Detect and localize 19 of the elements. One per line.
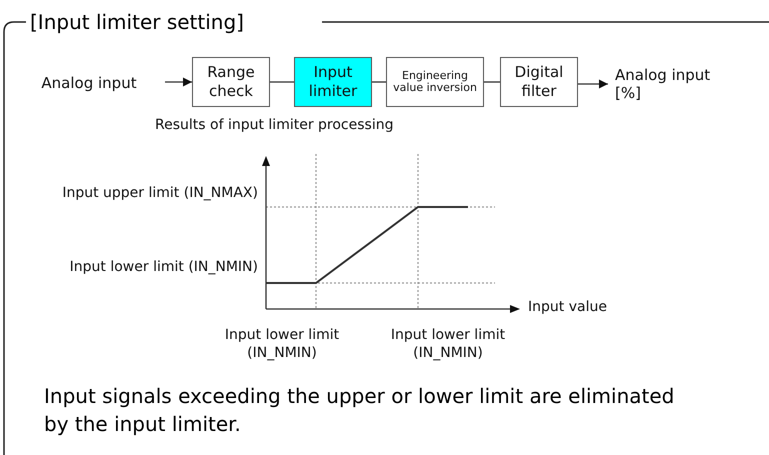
- axis-label: Input upper limit (IN_NMAX): [61, 184, 258, 202]
- arrow: [578, 79, 608, 89]
- axis-label: Input lower limit (IN_NMIN): [390, 326, 506, 362]
- note-text: Input signals exceeding the upper or lower limit are eliminated by the input limiter.: [44, 383, 676, 438]
- process-box: Digital filter: [500, 57, 578, 107]
- process-box: Input limiter: [294, 57, 372, 107]
- terminal-label: Analog input [%]: [612, 62, 742, 106]
- terminal-label: Analog input: [24, 70, 154, 96]
- axis-label: Input value: [528, 298, 608, 316]
- process-box: Range check: [192, 57, 270, 107]
- title: [Input limiter setting]: [30, 9, 244, 36]
- axis-label: Input lower limit (IN_NMIN): [224, 326, 340, 362]
- connector-line: [484, 81, 500, 83]
- axis-label: Input lower limit (IN_NMIN): [68, 258, 258, 276]
- connector-line: [372, 81, 386, 83]
- caption-text: Results of input limiter processing: [155, 116, 394, 134]
- arrow: [165, 77, 192, 87]
- process-box: Engineering value inversion: [386, 57, 484, 107]
- connector-line: [270, 81, 294, 83]
